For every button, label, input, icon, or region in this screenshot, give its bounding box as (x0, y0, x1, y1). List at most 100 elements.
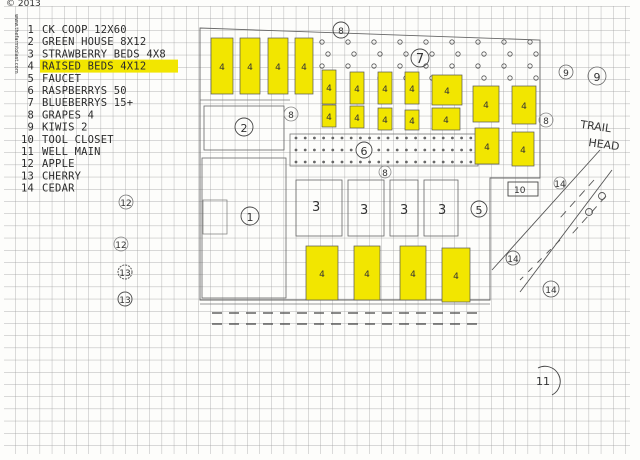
grapes-marker-3: 8 (538, 112, 554, 128)
raised-bed: 4 (404, 109, 420, 131)
svg-text:4: 4 (443, 116, 449, 126)
cherry-tree-marker: 13 (117, 264, 133, 280)
legend-label: CEDAR (42, 183, 75, 195)
raspberry-plant (405, 160, 408, 164)
raspberry-plant (451, 160, 454, 164)
raspberry-plant (340, 148, 344, 152)
raised-bed: 4 (511, 85, 537, 125)
greenhouse: 2 (203, 105, 285, 151)
svg-text:10: 10 (514, 186, 526, 196)
blueberry-bush (319, 39, 325, 45)
blueberry-bushes (319, 39, 539, 81)
raspberry-plant (303, 136, 307, 140)
raised-bed: 4 (511, 131, 535, 167)
raspberry-plant (469, 148, 473, 152)
side-credit: www.thefarmtolast.com (13, 14, 19, 74)
apple-tree-marker: 12 (118, 194, 134, 210)
raised-bed: 4 (377, 107, 393, 131)
blueberry-bush (507, 51, 513, 57)
raspberry-plant (469, 160, 473, 164)
raised-bed: 4 (404, 71, 420, 105)
raspberry-plant (460, 148, 463, 152)
raspberry-plant (294, 148, 298, 152)
raised-bed: 4 (399, 245, 427, 301)
svg-text:4: 4 (354, 85, 360, 95)
svg-text:13: 13 (119, 269, 130, 279)
blueberry-bush (481, 75, 487, 81)
svg-text:4: 4 (521, 102, 527, 112)
raspberry-plant (395, 160, 399, 164)
raised-bed: 4 (377, 71, 393, 105)
grapes-marker-2: 8 (283, 106, 299, 122)
raspberry-plant (377, 136, 381, 140)
svg-text:4: 4 (409, 117, 415, 127)
legend-number: 3 (27, 48, 34, 60)
svg-text:9: 9 (594, 71, 601, 84)
legend-number: 1 (27, 24, 34, 36)
raspberry-plant (340, 160, 344, 164)
raspberry-plant (441, 160, 445, 164)
blueberry-bush (501, 63, 507, 69)
trail-path (491, 149, 613, 293)
blueberry-bush (351, 51, 357, 57)
raspberry-plant (313, 160, 316, 164)
legend-number: 5 (27, 73, 34, 85)
raspberry-plant (331, 148, 335, 152)
trail-label-line1: TRAIL (579, 118, 613, 135)
raspberry-plant (368, 136, 371, 140)
legend-label: RAISED BEDS 4X12 (42, 61, 146, 73)
raspberry-plant (423, 136, 427, 140)
raspberry-plant (414, 148, 417, 152)
cedar-marker: 14 (553, 176, 567, 190)
blueberry-bush (449, 63, 455, 69)
raspberry-plant (349, 160, 353, 164)
svg-text:12: 12 (120, 199, 131, 209)
svg-text:4: 4 (326, 113, 332, 123)
tool-closet: 10 (507, 181, 539, 197)
svg-text:12: 12 (115, 241, 126, 251)
raspberry-plant (395, 136, 399, 140)
raspberry-plant (294, 136, 298, 140)
raised-bed: 4 (294, 37, 314, 95)
raspberry-plant (386, 136, 390, 140)
legend-label: WELL MAIN (42, 146, 101, 158)
raised-bed: 4 (431, 107, 461, 131)
raspberry-plant (368, 160, 371, 164)
blueberry-bush (533, 51, 539, 57)
legend-number: 8 (27, 109, 34, 121)
raised-bed: 4 (349, 71, 365, 105)
svg-text:4: 4 (453, 272, 459, 282)
blueberry-bush (501, 39, 507, 45)
svg-text:3: 3 (312, 200, 320, 215)
svg-text:3: 3 (360, 203, 368, 218)
raised-bed: 4 (305, 245, 339, 301)
raspberry-plant (414, 136, 417, 140)
svg-text:4: 4 (382, 85, 388, 95)
svg-text:11: 11 (536, 375, 550, 388)
raspberry-plant (359, 136, 362, 140)
raspberry-plant (432, 160, 436, 164)
raspberry-plant (432, 136, 436, 140)
cedar-marker-2: 14 (505, 250, 521, 266)
svg-text:2: 2 (241, 122, 248, 135)
svg-text:13: 13 (119, 296, 130, 306)
legend-highlight (40, 59, 178, 73)
road-dashes (200, 303, 490, 325)
svg-text:4: 4 (301, 63, 307, 73)
svg-text:14: 14 (545, 286, 557, 296)
svg-text:3: 3 (400, 203, 408, 218)
svg-text:7: 7 (416, 52, 424, 67)
svg-text:4: 4 (354, 114, 360, 124)
raised-bed: 4 (353, 245, 381, 301)
svg-text:4: 4 (219, 63, 225, 73)
svg-text:4: 4 (247, 63, 253, 73)
raised-bed: 4 (441, 247, 471, 303)
svg-text:4: 4 (364, 270, 370, 280)
raspberry-plant (313, 136, 316, 140)
